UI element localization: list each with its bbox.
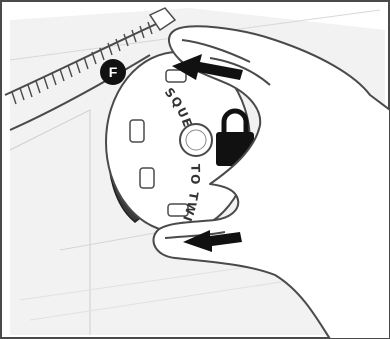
cap-center-dial (180, 124, 212, 156)
callout-badge: F (100, 59, 126, 85)
callout-letter: F (109, 64, 118, 80)
